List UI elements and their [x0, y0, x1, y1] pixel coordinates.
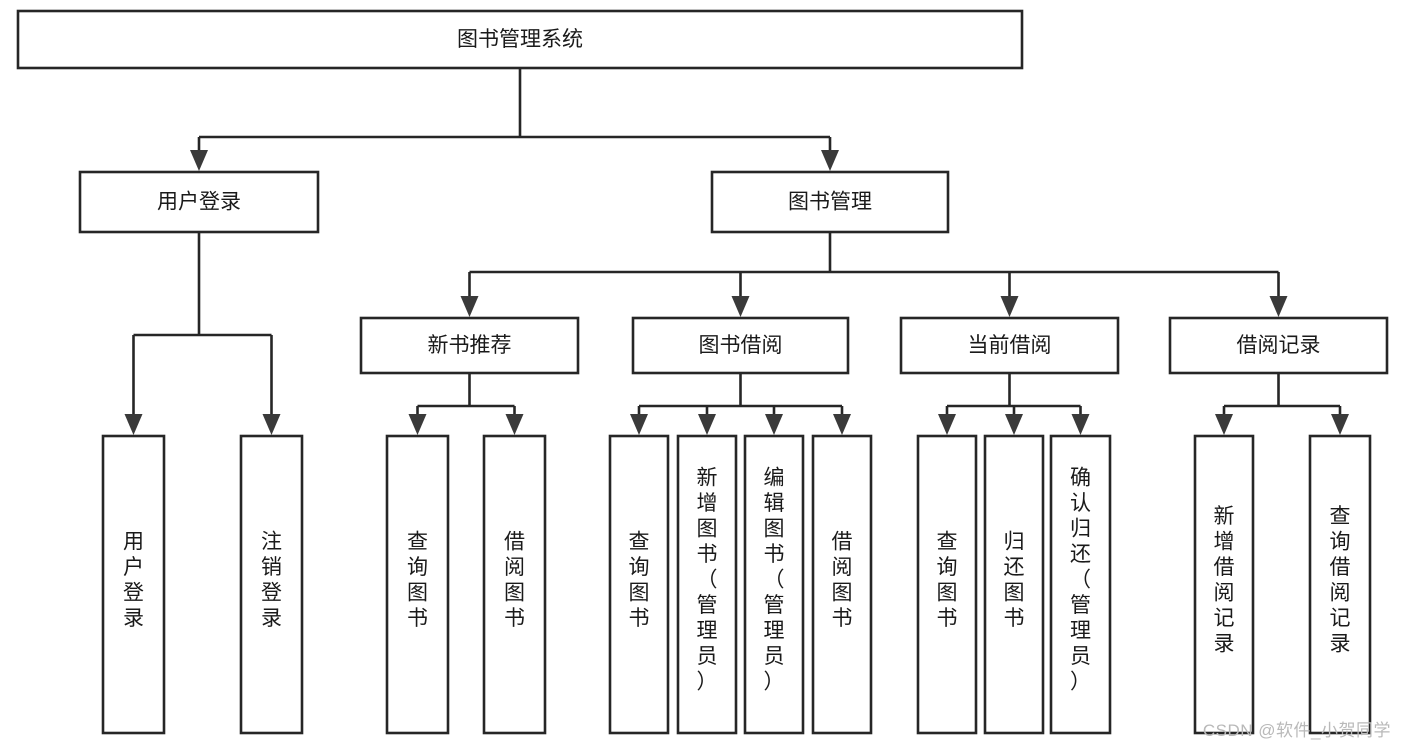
node-label: 用户登录 — [157, 191, 241, 214]
node-leaf-add-book[interactable]: 新增图书（管理员） — [676, 434, 738, 735]
arrow-head-icon — [765, 414, 783, 435]
node-box[interactable] — [1168, 316, 1389, 375]
node-leaf-borrow-book[interactable]: 借阅图书 — [811, 434, 873, 735]
node-label: 注销登录 — [261, 530, 282, 630]
arrow-head-icon — [938, 414, 956, 435]
node-box[interactable] — [101, 434, 166, 735]
arrow-head-icon — [833, 414, 851, 435]
node-label: 查询图书 — [937, 530, 958, 630]
node-label: 编辑图书（管理员） — [764, 467, 785, 694]
arrow-head-icon — [698, 414, 716, 435]
node-leaf-add-record[interactable]: 新增借阅记录 — [1193, 434, 1255, 735]
arrow-head-icon — [124, 414, 143, 435]
node-box[interactable] — [1049, 434, 1112, 735]
node-box[interactable] — [710, 170, 950, 234]
node-layer: 图书管理系统用户登录图书管理新书推荐图书借阅当前借阅借阅记录用户登录注销登录查询… — [16, 9, 1389, 735]
node-label: 图书管理 — [788, 191, 872, 214]
edge-group-new-book-rec — [408, 373, 524, 435]
node-box[interactable] — [743, 434, 805, 735]
node-box[interactable] — [239, 434, 304, 735]
node-label: 归还图书 — [1004, 530, 1025, 630]
node-box[interactable] — [811, 434, 873, 735]
node-user-login[interactable]: 用户登录 — [78, 170, 320, 234]
arrow-head-icon — [630, 414, 648, 435]
node-box[interactable] — [1308, 434, 1372, 735]
node-leaf-borrow-book-rec[interactable]: 借阅图书 — [482, 434, 547, 735]
arrow-head-icon — [1331, 414, 1349, 435]
node-leaf-user-login[interactable]: 用户登录 — [101, 434, 166, 735]
node-book-manage[interactable]: 图书管理 — [710, 170, 950, 234]
node-current-borrow[interactable]: 当前借阅 — [899, 316, 1120, 375]
node-label: 用户登录 — [123, 530, 144, 630]
arrow-head-icon — [1269, 296, 1288, 317]
node-box[interactable] — [78, 170, 320, 234]
node-new-book-rec[interactable]: 新书推荐 — [359, 316, 580, 375]
node-label: 查询图书 — [629, 530, 650, 630]
node-label: 图书管理系统 — [457, 28, 583, 51]
node-label: 新增图书（管理员） — [697, 467, 718, 694]
edge-group-book-manage — [460, 232, 1288, 317]
arrow-head-icon — [1000, 296, 1019, 317]
arrow-head-icon — [262, 414, 281, 435]
node-book-borrow[interactable]: 图书借阅 — [631, 316, 850, 375]
edge-group-borrow-record — [1215, 373, 1349, 435]
connector-layer — [124, 68, 1349, 435]
node-leaf-query-book-rec[interactable]: 查询图书 — [385, 434, 450, 735]
arrow-head-icon — [460, 296, 479, 317]
arrow-head-icon — [821, 150, 839, 171]
node-box[interactable] — [983, 434, 1045, 735]
node-box[interactable] — [608, 434, 670, 735]
node-label: 新书推荐 — [428, 334, 512, 357]
node-box[interactable] — [631, 316, 850, 375]
arrow-head-icon — [1215, 414, 1233, 435]
node-leaf-query-book-borrow[interactable]: 查询图书 — [608, 434, 670, 735]
node-box[interactable] — [385, 434, 450, 735]
node-borrow-record[interactable]: 借阅记录 — [1168, 316, 1389, 375]
edge-group-current-borrow — [938, 373, 1090, 435]
arrow-head-icon — [731, 296, 750, 317]
node-box[interactable] — [899, 316, 1120, 375]
node-label: 新增借阅记录 — [1214, 505, 1235, 656]
node-box[interactable] — [16, 9, 1024, 70]
arrow-head-icon — [505, 414, 524, 435]
node-leaf-return-book[interactable]: 归还图书 — [983, 434, 1045, 735]
arrow-head-icon — [408, 414, 427, 435]
node-label: 当前借阅 — [968, 334, 1052, 357]
node-leaf-confirm-return[interactable]: 确认归还（管理员） — [1049, 434, 1112, 735]
node-box[interactable] — [676, 434, 738, 735]
node-root[interactable]: 图书管理系统 — [16, 9, 1024, 70]
node-box[interactable] — [482, 434, 547, 735]
arrow-head-icon — [1005, 414, 1023, 435]
node-label: 确认归还（管理员） — [1070, 467, 1091, 694]
node-label: 借阅图书 — [504, 530, 525, 630]
arrow-head-icon — [190, 150, 208, 171]
node-leaf-query-record[interactable]: 查询借阅记录 — [1308, 434, 1372, 735]
node-leaf-edit-book[interactable]: 编辑图书（管理员） — [743, 434, 805, 735]
edge-group-book-borrow — [630, 373, 851, 435]
node-box[interactable] — [1193, 434, 1255, 735]
edge-group-root — [190, 68, 839, 171]
node-leaf-query-book-cur[interactable]: 查询图书 — [916, 434, 978, 735]
node-box[interactable] — [359, 316, 580, 375]
node-label: 图书借阅 — [699, 334, 783, 357]
node-label: 查询图书 — [407, 530, 428, 630]
node-box[interactable] — [916, 434, 978, 735]
node-label: 借阅图书 — [832, 530, 853, 630]
arrow-head-icon — [1071, 414, 1090, 435]
node-leaf-logout[interactable]: 注销登录 — [239, 434, 304, 735]
node-label: 查询借阅记录 — [1330, 505, 1351, 656]
edge-group-user-login — [124, 232, 281, 435]
node-label: 借阅记录 — [1237, 334, 1321, 357]
